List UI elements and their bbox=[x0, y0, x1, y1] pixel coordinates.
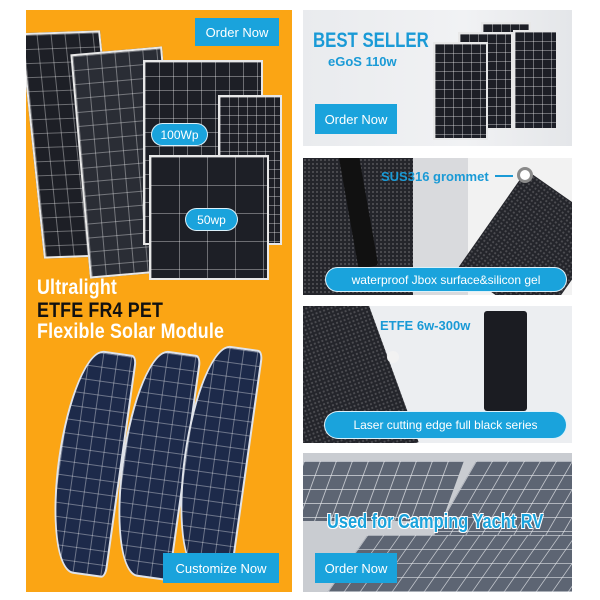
title-ultralight: Ultralight bbox=[37, 276, 118, 299]
arrow-right-icon bbox=[495, 175, 513, 177]
best-seller-panel: BEST SELLER eGoS 110w Order Now bbox=[303, 10, 572, 146]
black-panel-image bbox=[484, 311, 527, 411]
solar-panel-image bbox=[513, 30, 558, 130]
grommet-callout: SUS316 grommet bbox=[381, 169, 489, 184]
title-materials: ETFE FR4 PET bbox=[37, 299, 164, 322]
power-badge-100wp: 100Wp bbox=[151, 123, 208, 146]
grommet-ring-icon bbox=[517, 167, 533, 183]
jbox-panel: SUS316 grommet waterproof Jbox surface&s… bbox=[303, 158, 572, 295]
title-flexible-solar-module: Flexible Solar Module bbox=[37, 320, 225, 343]
power-badge-50wp: 50wp bbox=[185, 208, 238, 231]
black-series-caption: Laser cutting edge full black series bbox=[324, 411, 567, 439]
jbox-caption: waterproof Jbox surface&silicon gel bbox=[325, 267, 567, 292]
black-series-panel: ETFE 6w-300w Laser cutting edge full bla… bbox=[303, 306, 572, 443]
order-now-button[interactable]: Order Now bbox=[315, 104, 397, 134]
usage-headline: Used for Camping Yacht RV bbox=[327, 511, 544, 533]
mounting-hole bbox=[387, 351, 399, 363]
order-now-button[interactable]: Order Now bbox=[315, 553, 397, 583]
customize-now-button[interactable]: Customize Now bbox=[163, 553, 279, 583]
model-name: eGoS 110w bbox=[328, 54, 397, 69]
left-promo-banner: Order Now 100Wp 50wp Ultralight ETFE FR4… bbox=[26, 10, 292, 592]
order-now-button[interactable]: Order Now bbox=[195, 18, 279, 46]
solar-panel-image bbox=[433, 42, 488, 140]
series-label: ETFE 6w-300w bbox=[380, 318, 471, 333]
best-seller-heading: BEST SELLER bbox=[313, 29, 429, 52]
usage-panel: Used for Camping Yacht RV Order Now bbox=[303, 453, 572, 592]
